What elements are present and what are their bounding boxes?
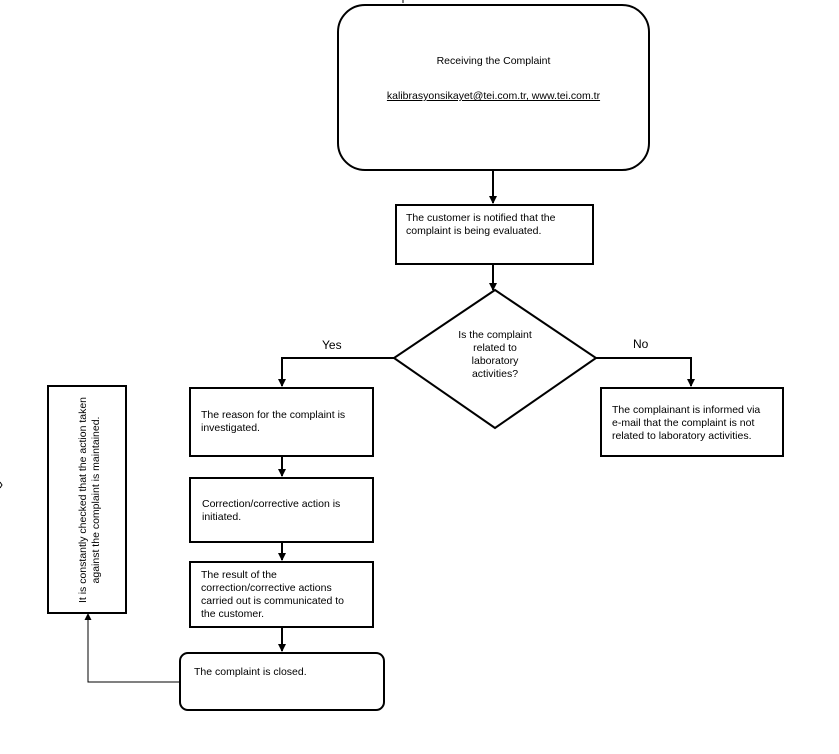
result-communicated-text: The result of the correction/corrective …: [201, 569, 344, 620]
complaint-closed-text: The complaint is closed.: [194, 666, 307, 678]
investigate-text: The reason for the complaint is investig…: [201, 409, 346, 434]
investigate-box: The reason for the complaint is investig…: [189, 387, 374, 457]
maintenance-check-text: It is constantly checked that the action…: [77, 396, 102, 604]
arrow-yes-branch: [278, 357, 394, 387]
notify-text: The customer is notified that the compla…: [406, 212, 556, 237]
maintenance-check-text-wrap: It is constantly checked that the action…: [53, 386, 127, 614]
start-title: Receiving the Complaint: [436, 55, 551, 67]
notify-customer-box: The customer is notified that the compla…: [395, 204, 594, 265]
decision-diamond: [392, 288, 598, 430]
corrective-action-text: Correction/corrective action is initiate…: [202, 498, 341, 523]
yes-label: Yes: [322, 338, 342, 352]
result-communicated-box: The result of the correction/corrective …: [189, 561, 374, 628]
corrective-action-box: Correction/corrective action is initiate…: [189, 477, 374, 543]
not-lab-related-text: The complainant is informed via e-mail t…: [612, 404, 761, 442]
not-lab-related-box: The complainant is informed via e-mail t…: [600, 387, 784, 457]
artifact-mark-left: [0, 481, 3, 489]
maintenance-check-box: [47, 385, 127, 614]
start-complaint-box: Receiving the Complaint kalibrasyonsikay…: [337, 4, 650, 171]
contact-link[interactable]: kalibrasyonsikayet@tei.com.tr, www.tei.c…: [386, 90, 601, 102]
complaint-closed-box: The complaint is closed.: [179, 652, 385, 711]
arrow-no-branch: [596, 357, 695, 387]
no-label: No: [633, 337, 649, 351]
arrow-closed-to-check: [84, 613, 180, 683]
decision-text: Is the complaint related to laboratory a…: [458, 329, 532, 380]
